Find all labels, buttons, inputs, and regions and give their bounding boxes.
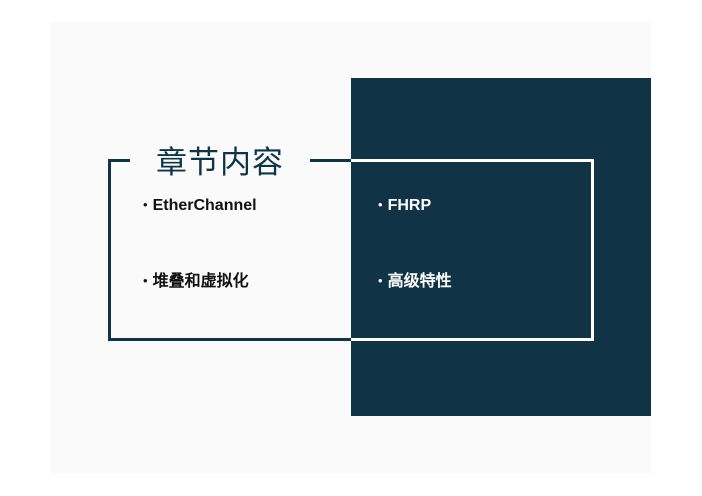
section-title: 章节内容 (156, 145, 284, 181)
frame-bottom-left-segment (108, 338, 351, 341)
bullet-icon: • (143, 273, 148, 288)
list-item-stacking-virtualization: • 堆叠和虚拟化 (143, 272, 249, 292)
frame-left-edge (108, 159, 111, 341)
list-item-advanced-features: • 高级特性 (378, 272, 452, 292)
list-item-fhrp: • FHRP (378, 196, 431, 216)
list-item-etherchannel: • EtherChannel (143, 196, 257, 216)
dark-accent-panel (351, 78, 651, 416)
bullet-icon: • (378, 197, 383, 212)
frame-right-edge (591, 159, 594, 341)
frame-top-left-segment (108, 159, 130, 162)
frame-top-right-segment (351, 159, 594, 162)
list-item-label: FHRP (387, 197, 432, 214)
list-item-label: 堆叠和虚拟化 (152, 273, 249, 290)
frame-bottom-right-segment (351, 338, 594, 341)
list-item-label: 高级特性 (387, 273, 452, 290)
frame-top-mid-segment (310, 159, 351, 162)
bullet-icon: • (378, 273, 383, 288)
list-item-label: EtherChannel (152, 197, 257, 214)
bullet-icon: • (143, 197, 148, 212)
